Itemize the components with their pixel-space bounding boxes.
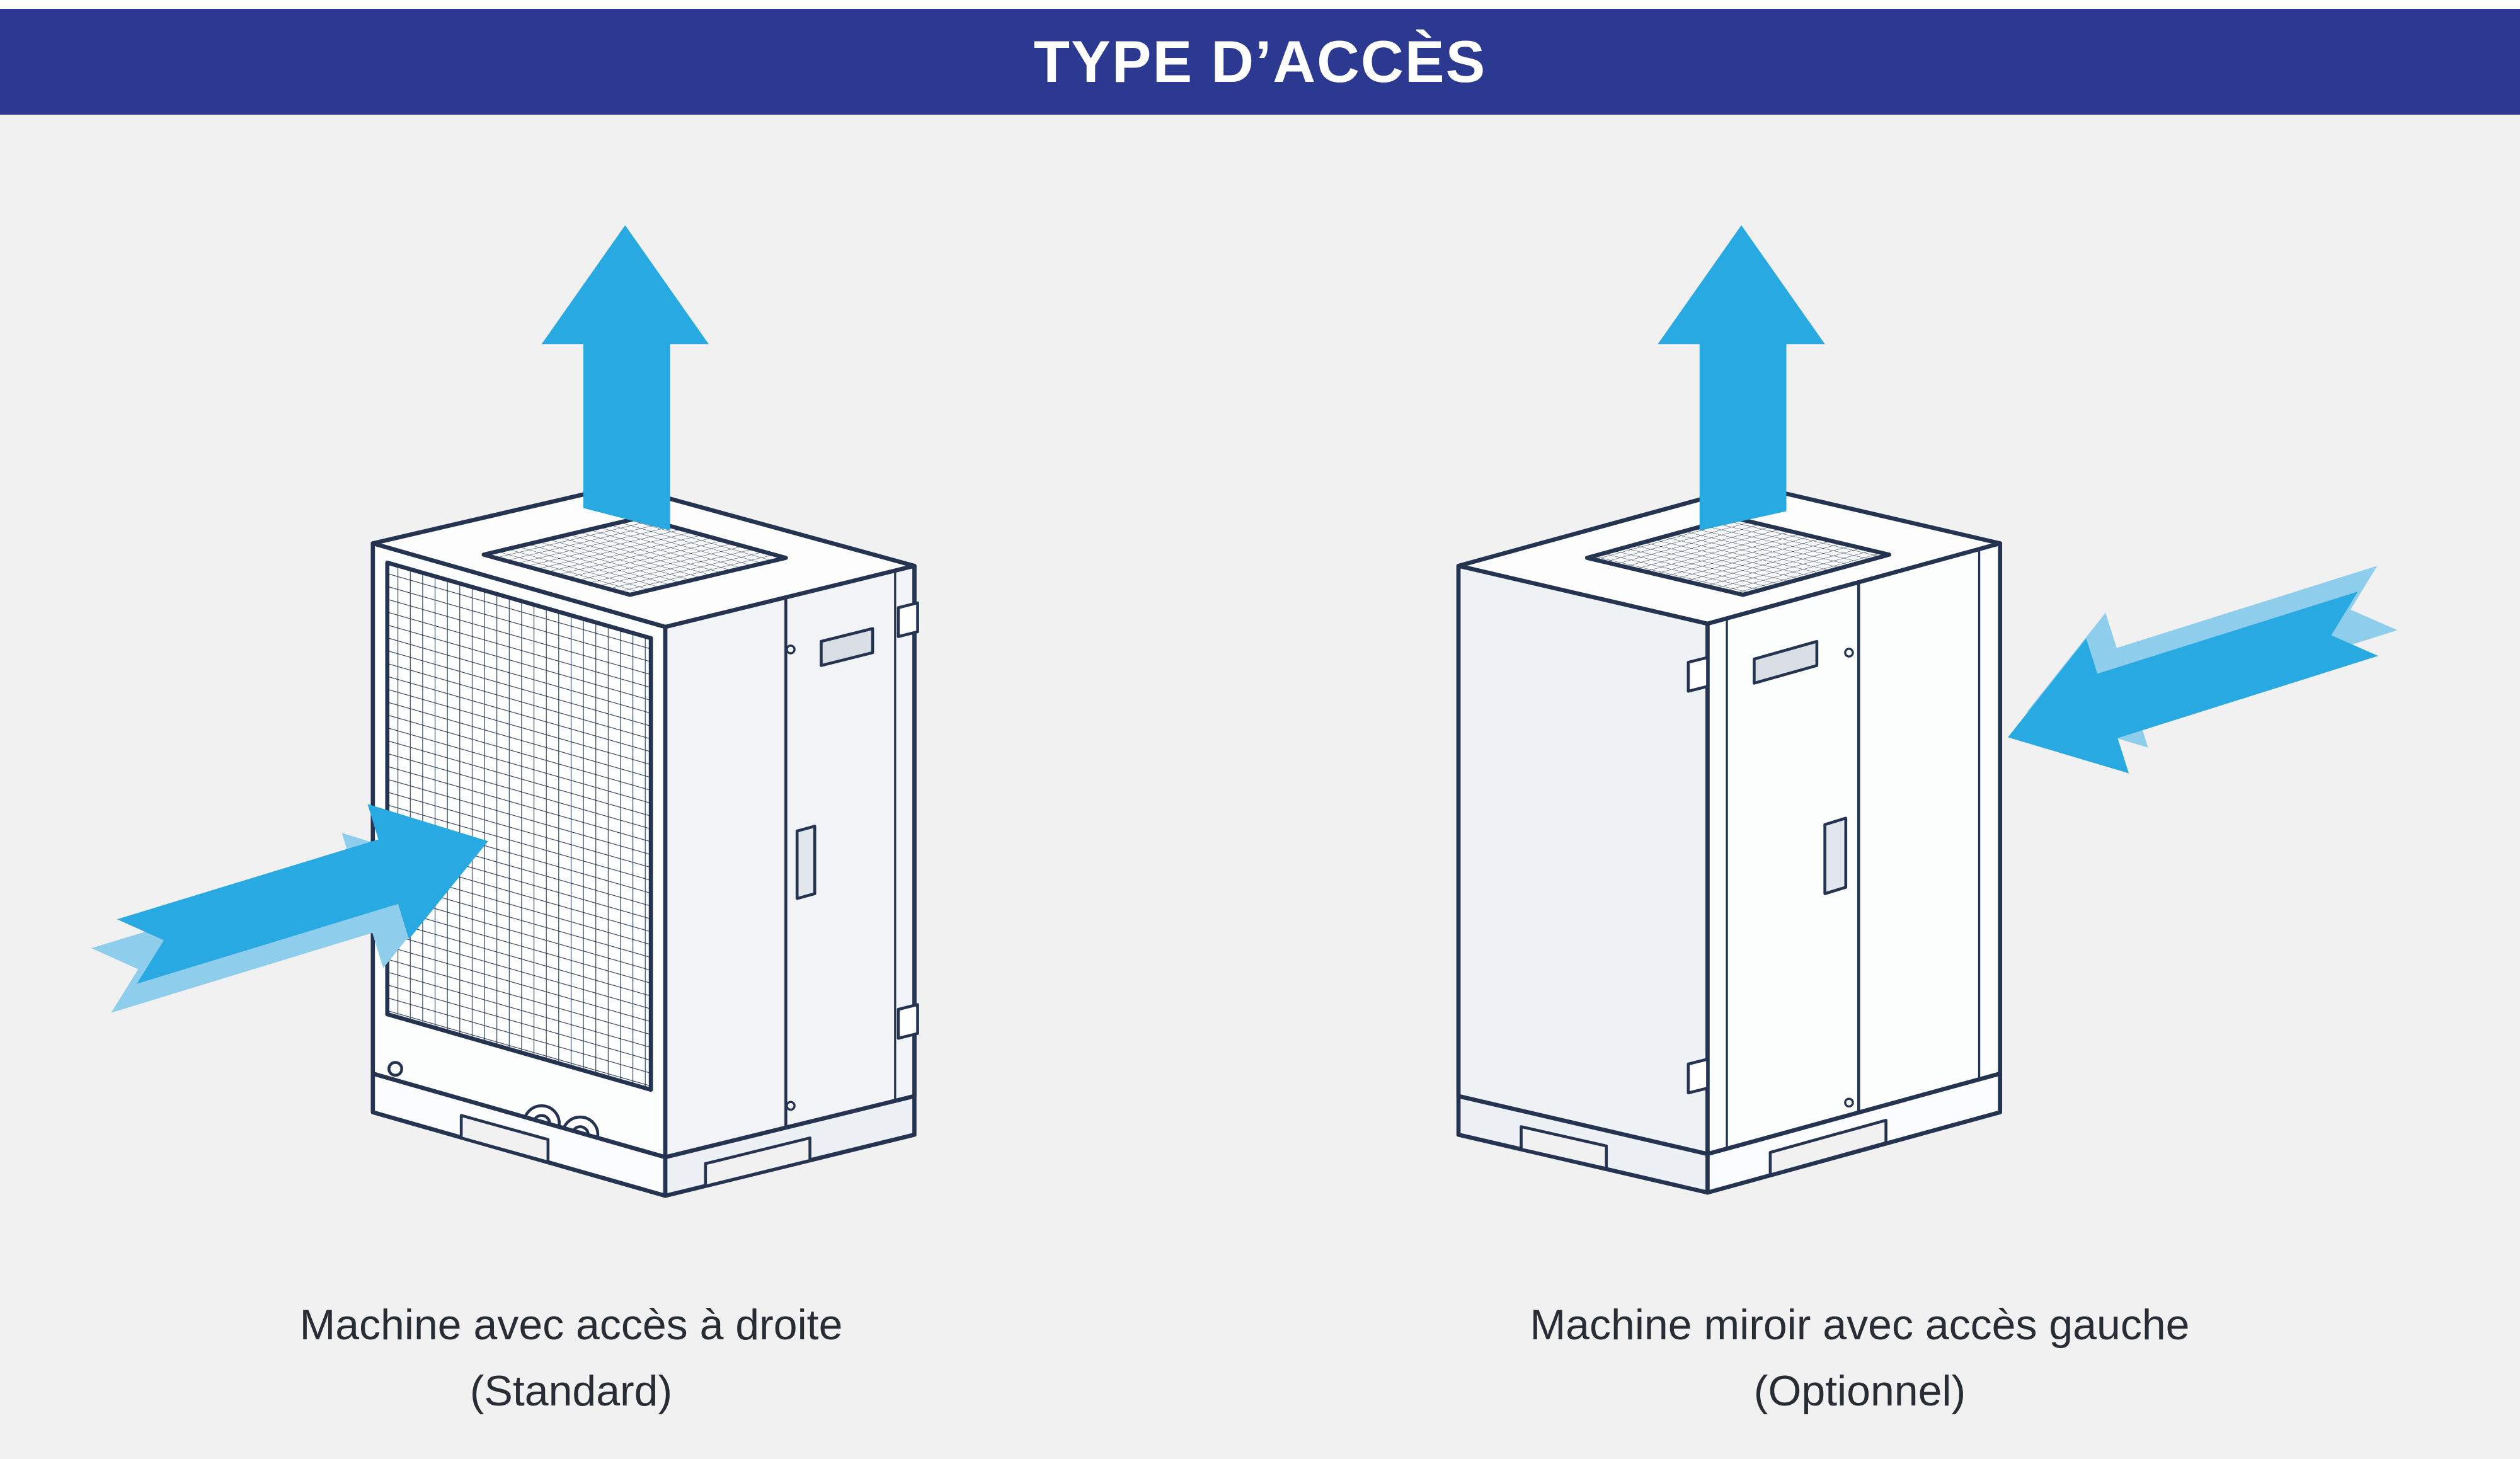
door-handle	[1823, 816, 1848, 895]
door-panel	[663, 563, 917, 1160]
hinge-top-icon	[1687, 656, 1709, 693]
airflow-exhaust-arrow-icon	[541, 225, 709, 531]
door-handle	[795, 825, 816, 900]
hinge-bottom-icon	[896, 1003, 919, 1040]
airflow-intake-arrow-icon	[117, 804, 488, 984]
caption-line1: Machine miroir avec accès gauche	[1530, 1301, 2190, 1349]
machine-left-access-illustration	[1456, 225, 2398, 1195]
top-exhaust-vent	[1584, 515, 1892, 597]
caption-right-access: Machine avec accès à droite (Standard)	[79, 1292, 963, 1425]
header-bar: TYPE D’ACCÈS	[0, 9, 2520, 115]
caption-line2: (Optionnel)	[1753, 1367, 1966, 1416]
hinge-top-icon	[896, 601, 919, 638]
figure-right-access: Machine avec accès à droite (Standard)	[79, 209, 963, 1425]
door-details	[784, 570, 919, 1129]
machine-base	[1456, 1071, 2003, 1195]
airflow-intake-arrow-icon	[2008, 592, 2378, 774]
caption-left-access: Machine miroir avec accès gauche (Option…	[1400, 1292, 2397, 1425]
door-vent-slot	[1753, 639, 1819, 685]
left-panel	[1456, 563, 1710, 1157]
machine-body	[1456, 483, 2003, 1195]
diagram-area: Machine avec accès à droite (Standard)	[0, 209, 2520, 1425]
door-vent-slot	[820, 627, 874, 667]
machine-right-access-illustration	[91, 225, 919, 1198]
airflow-exhaust-arrow-icon	[1658, 225, 1825, 531]
machine-base	[370, 1071, 917, 1198]
door-panel	[1705, 541, 2003, 1157]
figure-left-access: Machine miroir avec accès gauche (Option…	[1400, 209, 2398, 1425]
hinge-bottom-icon	[1687, 1058, 1709, 1095]
top-margin	[0, 0, 2520, 9]
top-exhaust-vent	[481, 515, 788, 597]
caption-line1: Machine avec accès à droite	[299, 1301, 843, 1349]
door-details	[1687, 549, 1981, 1150]
machine-body	[370, 483, 919, 1198]
page-title: TYPE D’ACCÈS	[1033, 28, 1487, 94]
caption-line2: (Standard)	[469, 1367, 673, 1416]
